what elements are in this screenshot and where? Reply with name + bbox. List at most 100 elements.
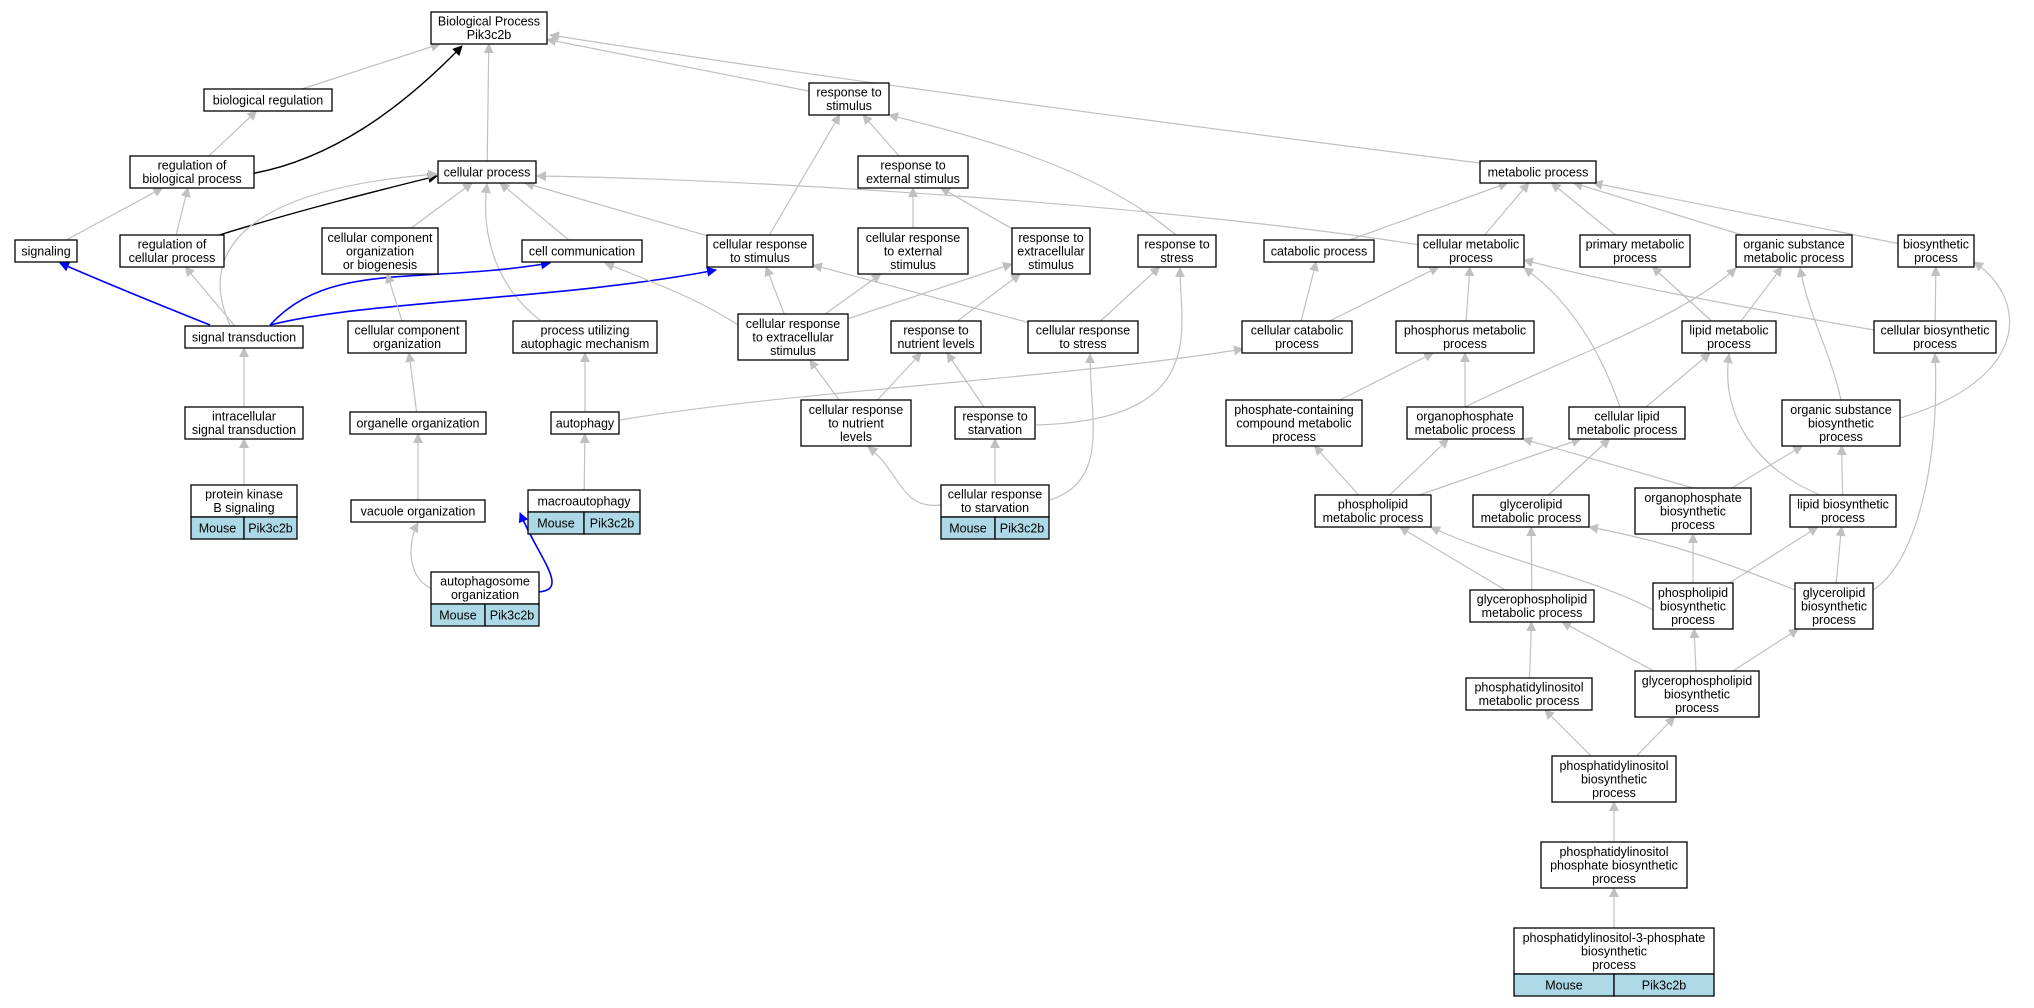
go-term-node-orgorg[interactable]: organelle organization — [349, 411, 487, 435]
term-box — [1540, 841, 1688, 889]
edge-crnutr-to-crextra — [809, 359, 840, 401]
term-box — [1137, 234, 1217, 268]
term-box — [350, 499, 486, 523]
go-term-node-metab[interactable]: metabolic process — [1479, 160, 1597, 184]
gene-cell — [583, 511, 641, 535]
edge-lipmet-to-orgmet — [1740, 266, 1783, 322]
term-box — [347, 320, 467, 354]
term-label-line: process — [1914, 251, 1958, 265]
go-term-node-catab[interactable]: catabolic process — [1263, 239, 1375, 263]
edge-crstarv-to-crnutr — [867, 446, 942, 506]
term-label-line: process — [1592, 786, 1636, 800]
term-label-line: cellular response — [713, 238, 808, 252]
term-label-line: autophagic mechanism — [521, 337, 650, 351]
term-label-line: phospholipid — [1658, 586, 1728, 600]
edge-regcell-to-regbio — [175, 187, 191, 236]
go-term-node-pi3p[interactable]: phosphatidylinositol-3-phosphatebiosynth… — [1513, 927, 1715, 997]
term-label-line: process utilizing — [541, 324, 630, 338]
edge-regbio-to-bp — [249, 45, 463, 175]
term-box — [1241, 320, 1353, 354]
edge-bioreg-to-bp — [301, 42, 441, 90]
term-label-line: organophosphate — [1416, 410, 1513, 424]
go-term-node-signaling[interactable]: signaling — [14, 239, 78, 263]
term-label-line: to nutrient — [828, 416, 884, 430]
gene-label: Pik3c2b — [1642, 978, 1687, 992]
go-term-node-autophagy[interactable]: autophagy — [550, 411, 620, 435]
term-label-line: phosphatidylinositol-3-phosphate — [1523, 931, 1706, 945]
edge-ccorg-to-ccob — [385, 273, 403, 322]
edge-crextra-to-crext — [824, 273, 882, 315]
go-term-node-cellcomm[interactable]: cell communication — [521, 239, 643, 263]
go-term-node-bioreg[interactable]: biological regulation — [203, 88, 333, 112]
species-label: Mouse — [537, 516, 575, 530]
species-label: Mouse — [199, 521, 237, 535]
edge-celllip-to-lipmet — [1645, 352, 1711, 408]
go-term-node-vacorg[interactable]: vacuole organization — [350, 499, 486, 523]
term-label-line: cellular response — [746, 317, 841, 331]
term-label-line: nutrient levels — [897, 337, 974, 351]
edge-phlmet-to-pcc — [1313, 445, 1360, 496]
term-box — [1465, 677, 1593, 711]
edge-crextra-to-cellcomm — [604, 261, 739, 326]
term-label-line: biosynthetic — [1903, 238, 1969, 252]
edge-sigtrans-to-signaling — [59, 262, 211, 326]
go-term-node-cellproc[interactable]: cellular process — [437, 160, 537, 184]
edge-phlbio-to-phlmet — [1430, 526, 1654, 611]
edge-opbio-to-orgbio — [1731, 445, 1804, 489]
go-term-node-sigtrans[interactable]: signal transduction — [184, 325, 304, 349]
term-label-line: phosphate-containing — [1234, 403, 1354, 417]
edge-crstim-to-cellproc — [524, 180, 708, 237]
term-label-line: organelle organization — [356, 416, 479, 430]
edge-lipbio-to-lipmet — [1722, 353, 1821, 496]
edge-crstarv-to-crstress — [1049, 353, 1096, 501]
term-label-line: stimulus — [890, 258, 936, 272]
